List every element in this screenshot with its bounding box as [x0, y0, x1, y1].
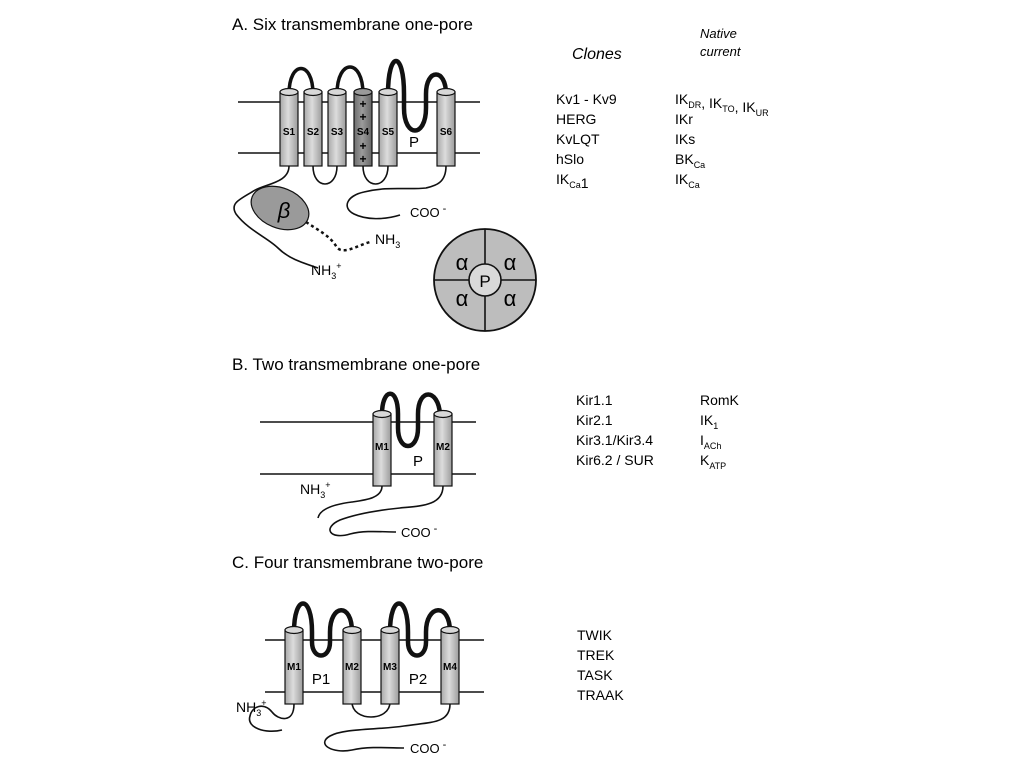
- clone-name: KvLQT: [556, 131, 600, 147]
- panel-c-title: C. Four transmembrane two-pore: [232, 553, 483, 572]
- tetramer-diagram: P α α α α: [433, 228, 537, 332]
- clone-name: Kir1.1: [576, 392, 613, 408]
- panel-c-table: TWIK TREK TASK TRAAK: [577, 627, 624, 703]
- alpha-subunit-label: α: [456, 250, 469, 275]
- segment-label: M4: [443, 662, 457, 673]
- s4-charge: +: [359, 152, 366, 166]
- segment-m1: M1: [284, 625, 304, 705]
- loop-s1-s2: [287, 66, 315, 95]
- clone-name: Kir2.1: [576, 412, 613, 428]
- pore-label-p1: P1: [312, 671, 330, 688]
- beta-tail-dotted: [305, 220, 371, 252]
- nterm-label-c: NH3+: [236, 698, 267, 718]
- alpha-subunit-label: α: [504, 286, 517, 311]
- loop-s2-s3: [312, 165, 338, 185]
- nterm-label-b: NH3+: [300, 480, 331, 500]
- pore-label-a: P: [409, 134, 419, 151]
- segment-label: S6: [440, 127, 453, 138]
- segment-s4-voltage-sensor: S4 + + + +: [353, 87, 373, 167]
- native-current: IKr: [675, 111, 693, 127]
- tetramer-pore-circle: [468, 263, 502, 297]
- n-terminus-tail-b: [317, 485, 383, 519]
- cterm-label-a: COO-: [410, 203, 447, 220]
- panel-b-title: B. Two transmembrane one-pore: [232, 355, 480, 374]
- segment-s3: S3: [327, 87, 347, 167]
- native-current: IKDR, IKTO, IKUR: [675, 91, 769, 118]
- clone-name: TASK: [577, 667, 613, 683]
- panel-a: A. Six transmembrane one-pore Clones Nat…: [232, 15, 769, 332]
- native-current: IKs: [675, 131, 695, 147]
- segment-label: M3: [383, 662, 397, 673]
- clone-name: TWIK: [577, 627, 613, 643]
- segment-m4: M4: [440, 625, 460, 705]
- segment-label: S4: [357, 127, 370, 138]
- cterm-label-b: COO-: [401, 523, 438, 540]
- native-current-header-line1: Native: [700, 26, 737, 41]
- segment-label: M2: [436, 442, 450, 453]
- native-current: IKCa: [675, 171, 700, 190]
- clone-name: TRAAK: [577, 687, 624, 703]
- segment-m2: M2: [342, 625, 362, 705]
- segment-s6: S6: [436, 87, 456, 167]
- n-terminus-tail-a: [233, 165, 319, 269]
- alpha-subunit-label: α: [504, 250, 517, 275]
- segment-m2: M2: [433, 409, 453, 487]
- nterm-label-a: NH3+: [311, 261, 342, 281]
- cterm-label-c: COO-: [410, 739, 447, 756]
- n-terminus-tail-c: [248, 703, 295, 732]
- pore-loop-p2: [387, 601, 453, 658]
- pore-label-p2: P2: [409, 671, 427, 688]
- s4-charge: +: [359, 110, 366, 124]
- segment-label: M2: [345, 662, 359, 673]
- clone-name: Kir6.2 / SUR: [576, 452, 654, 468]
- loop-s4-s5: [362, 165, 389, 185]
- tetramer-pore-label: P: [479, 272, 490, 291]
- clone-name: Kir3.1/Kir3.4: [576, 432, 653, 448]
- loop-s3-s4: [335, 65, 365, 95]
- pore-label-b: P: [413, 453, 423, 470]
- segment-label: M1: [375, 442, 389, 453]
- clone-name: HERG: [556, 111, 596, 127]
- clone-name: TREK: [577, 647, 615, 663]
- beta-label: β: [277, 198, 291, 223]
- segment-m1: M1: [372, 409, 392, 487]
- beta-subunit: [250, 185, 310, 231]
- segment-label: M1: [287, 662, 301, 673]
- native-current: BKCa: [675, 151, 705, 170]
- s4-charge: +: [359, 97, 366, 111]
- clone-name: Kv1 - Kv9: [556, 91, 617, 107]
- s4-charge: +: [359, 139, 366, 153]
- native-current: IK1: [700, 412, 718, 431]
- native-current: IACh: [700, 432, 721, 451]
- alpha-subunit-label: α: [456, 286, 469, 311]
- loop-m2-m3: [351, 701, 391, 718]
- segment-label: S1: [283, 127, 296, 138]
- panel-c: C. Four transmembrane two-pore M1 M2 M3 …: [232, 553, 624, 756]
- clone-name: IKCa1: [556, 171, 589, 191]
- clones-header: Clones: [572, 46, 622, 63]
- panel-b: B. Two transmembrane one-pore M1 M2 P NH…: [232, 355, 740, 540]
- pore-loop-p1: [291, 601, 355, 658]
- c-terminus-tail-a: [346, 165, 447, 220]
- clone-name: hSlo: [556, 151, 584, 167]
- native-current: KATP: [700, 452, 726, 471]
- native-current-header-line2: current: [700, 44, 742, 59]
- segment-label: S2: [307, 127, 320, 138]
- segment-m3: M3: [380, 625, 400, 705]
- segment-s1: S1: [279, 87, 299, 167]
- segment-s2: S2: [303, 87, 323, 167]
- segment-label: S3: [331, 127, 344, 138]
- pore-loop-b: [379, 391, 443, 449]
- pore-loop-a: [385, 59, 449, 133]
- native-current: RomK: [700, 392, 740, 408]
- panel-a-title: A. Six transmembrane one-pore: [232, 15, 473, 34]
- beta-nterm-label: NH3: [375, 231, 400, 250]
- c-terminus-tail-b: [329, 485, 444, 537]
- segment-label: S5: [382, 127, 395, 138]
- segment-s5: S5: [378, 87, 398, 167]
- c-terminus-tail-c: [323, 703, 451, 752]
